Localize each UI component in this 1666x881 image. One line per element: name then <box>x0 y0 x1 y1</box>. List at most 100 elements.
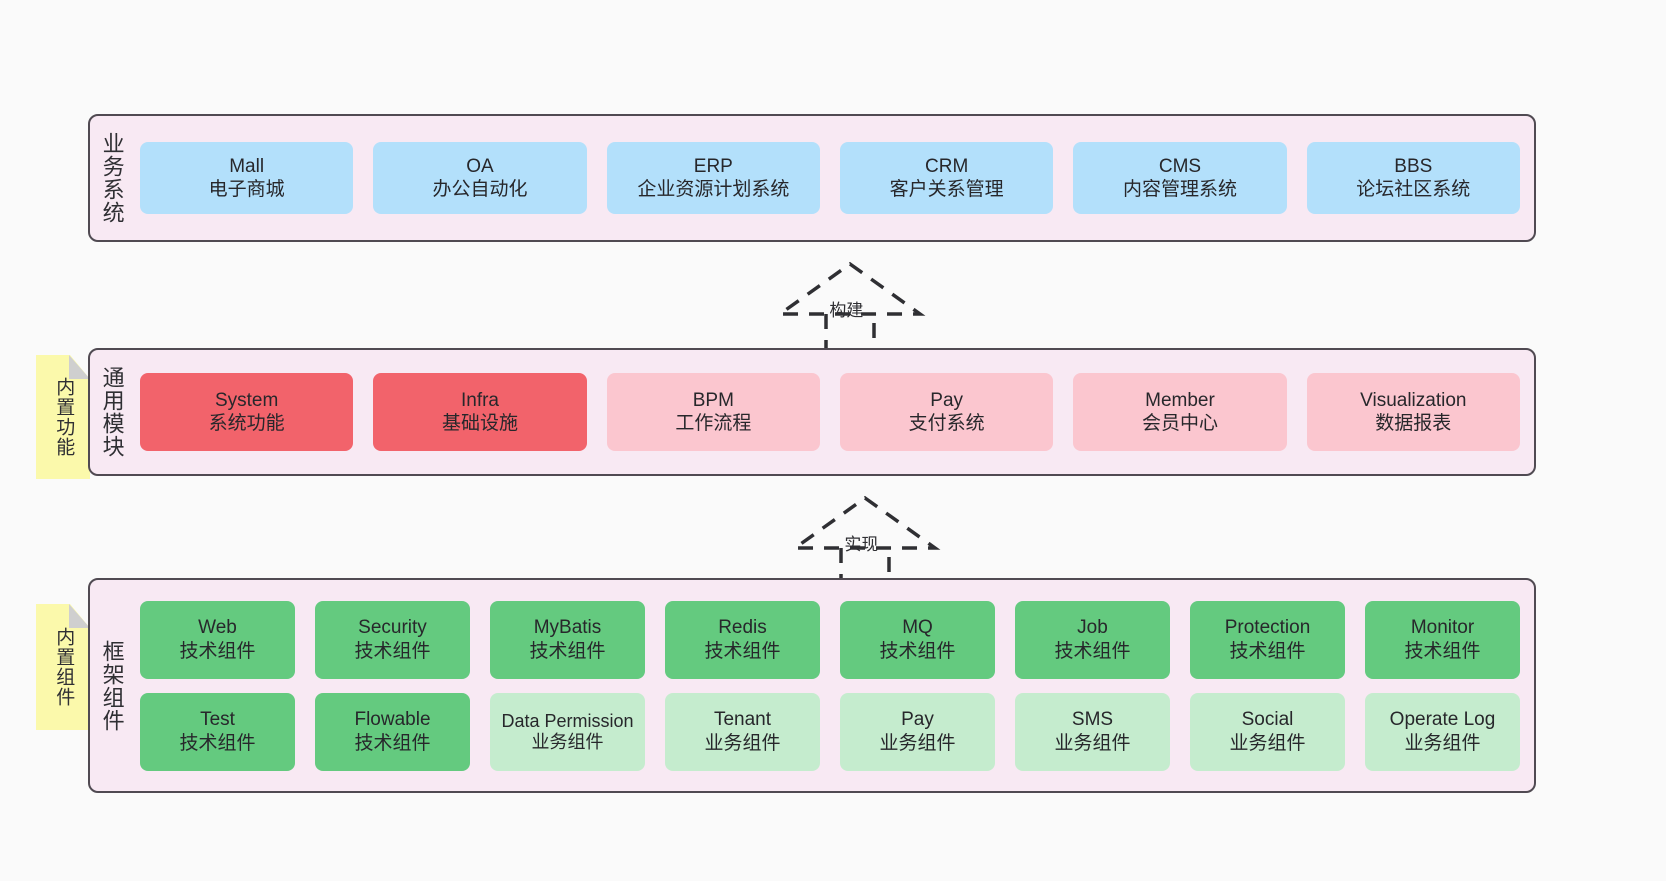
node-subtitle: 技术组件 <box>179 640 256 662</box>
node-title: Mall <box>229 155 265 177</box>
node-title: ERP <box>693 155 733 177</box>
node-title: Social <box>1241 709 1294 731</box>
arrow-build: 构建 <box>760 258 940 356</box>
node-monitor[interactable]: Monitor 技术组件 <box>1365 600 1520 679</box>
node-subtitle: 技术组件 <box>529 640 606 662</box>
node-erp[interactable]: ERP 企业资源计划系统 <box>606 142 820 214</box>
node-title: BBS <box>1394 155 1433 177</box>
node-title: Security <box>358 617 427 639</box>
node-system[interactable]: System 系统功能 <box>140 373 354 451</box>
node-subtitle: 业务组件 <box>1404 732 1481 754</box>
node-title: Monitor <box>1410 617 1475 639</box>
node-tenant[interactable]: Tenant 业务组件 <box>665 692 820 771</box>
node-subtitle: 业务组件 <box>1229 732 1306 754</box>
node-subtitle: 办公自动化 <box>432 179 528 200</box>
node-title: CMS <box>1158 155 1202 177</box>
node-title: MyBatis <box>533 617 602 639</box>
layer-body-common: System 系统功能 Infra 基础设施 BPM 工作流程 Pay 支付系统… <box>134 350 1534 474</box>
node-protection[interactable]: Protection 技术组件 <box>1190 600 1345 679</box>
node-subtitle: 技术组件 <box>354 732 431 754</box>
node-title: BPM <box>692 389 734 411</box>
node-subtitle: 业务组件 <box>531 731 604 752</box>
node-subtitle: 支付系统 <box>908 413 985 434</box>
node-title: OA <box>466 155 494 177</box>
node-pay-component[interactable]: Pay 业务组件 <box>840 692 995 771</box>
node-subtitle: 技术组件 <box>179 732 256 754</box>
layer-framework-component: 框架组件 Web 技术组件 Security 技术组件 MyBatis 技术组件… <box>88 578 1536 793</box>
node-subtitle: 内容管理系统 <box>1122 179 1237 200</box>
node-pay-module[interactable]: Pay 支付系统 <box>839 373 1054 451</box>
node-subtitle: 客户关系管理 <box>889 179 1004 200</box>
note-builtin-component: 内置组件 <box>36 604 90 730</box>
node-title: Operate Log <box>1389 709 1496 731</box>
node-test[interactable]: Test 技术组件 <box>140 692 295 771</box>
node-row: System 系统功能 Infra 基础设施 BPM 工作流程 Pay 支付系统… <box>140 373 1520 451</box>
note-fold-corner-icon <box>69 355 90 379</box>
node-subtitle: 数据报表 <box>1375 413 1452 434</box>
layer-title-framework: 框架组件 <box>99 639 125 732</box>
node-title: Protection <box>1224 617 1311 639</box>
node-social[interactable]: Social 业务组件 <box>1190 692 1345 771</box>
arrow-build-label: 构建 <box>829 301 864 320</box>
node-subtitle: 业务组件 <box>704 732 781 754</box>
node-title: Visualization <box>1360 389 1467 411</box>
node-title: Job <box>1077 617 1108 639</box>
node-subtitle: 技术组件 <box>354 640 431 662</box>
node-subtitle: 企业资源计划系统 <box>637 179 790 200</box>
node-data-permission[interactable]: Data Permission 业务组件 <box>490 692 645 771</box>
node-title: Test <box>200 709 235 731</box>
node-subtitle: 技术组件 <box>1404 640 1481 662</box>
node-subtitle: 技术组件 <box>1229 640 1306 662</box>
layer-title-common: 通用模块 <box>99 366 125 458</box>
layer-title-business: 业务系统 <box>99 132 125 224</box>
arrow-implement-label: 实现 <box>844 535 879 554</box>
node-operate-log[interactable]: Operate Log 业务组件 <box>1365 692 1520 771</box>
note-label: 内置组件 <box>53 627 75 707</box>
layer-body-framework: Web 技术组件 Security 技术组件 MyBatis 技术组件 Redi… <box>134 580 1534 791</box>
node-subtitle: 电子商城 <box>208 179 285 200</box>
node-title: Flowable <box>354 709 431 731</box>
node-subtitle: 技术组件 <box>704 640 781 662</box>
node-subtitle: 基础设施 <box>441 413 518 434</box>
node-member[interactable]: Member 会员中心 <box>1073 373 1287 451</box>
node-mall[interactable]: Mall 电子商城 <box>140 142 354 214</box>
node-flowable[interactable]: Flowable 技术组件 <box>315 692 470 771</box>
node-web[interactable]: Web 技术组件 <box>140 600 295 679</box>
node-title: SMS <box>1071 709 1114 731</box>
node-bbs[interactable]: BBS 论坛社区系统 <box>1306 142 1520 214</box>
node-subtitle: 业务组件 <box>879 732 956 754</box>
node-subtitle: 工作流程 <box>675 413 752 434</box>
node-title: Infra <box>460 389 499 411</box>
node-cms[interactable]: CMS 内容管理系统 <box>1073 142 1287 214</box>
node-infra[interactable]: Infra 基础设施 <box>373 373 587 451</box>
node-crm[interactable]: CRM 客户关系管理 <box>839 142 1054 214</box>
node-redis[interactable]: Redis 技术组件 <box>665 600 820 679</box>
node-mq[interactable]: MQ 技术组件 <box>840 600 995 679</box>
node-row: Test 技术组件 Flowable 技术组件 Data Permission … <box>140 692 1520 771</box>
node-subtitle: 技术组件 <box>879 640 956 662</box>
node-row: Web 技术组件 Security 技术组件 MyBatis 技术组件 Redi… <box>140 600 1520 679</box>
node-title: CRM <box>925 155 969 177</box>
node-subtitle: 业务组件 <box>1054 732 1131 754</box>
node-title: Web <box>198 617 237 639</box>
node-subtitle: 技术组件 <box>1054 640 1131 662</box>
node-row: Mall 电子商城 OA 办公自动化 ERP 企业资源计划系统 CRM 客户关系… <box>140 142 1520 214</box>
node-mybatis[interactable]: MyBatis 技术组件 <box>490 600 645 679</box>
node-visualization[interactable]: Visualization 数据报表 <box>1306 373 1520 451</box>
note-fold-corner-icon <box>69 604 90 628</box>
node-bpm[interactable]: BPM 工作流程 <box>606 373 820 451</box>
layer-common-module: 通用模块 System 系统功能 Infra 基础设施 BPM 工作流程 Pay… <box>88 348 1536 476</box>
arrow-implement: 实现 <box>775 492 955 590</box>
node-job[interactable]: Job 技术组件 <box>1015 600 1170 679</box>
node-oa[interactable]: OA 办公自动化 <box>373 142 587 214</box>
layer-business-system: 业务系统 Mall 电子商城 OA 办公自动化 ERP 企业资源计划系统 CRM… <box>88 114 1536 242</box>
node-subtitle: 系统功能 <box>208 413 285 434</box>
node-security[interactable]: Security 技术组件 <box>315 600 470 679</box>
node-sms[interactable]: SMS 业务组件 <box>1015 692 1170 771</box>
node-title: Data Permission <box>501 710 634 731</box>
note-label: 内置功能 <box>53 377 75 457</box>
node-title: System <box>214 389 279 411</box>
node-subtitle: 会员中心 <box>1141 413 1218 434</box>
node-title: MQ <box>902 617 933 639</box>
